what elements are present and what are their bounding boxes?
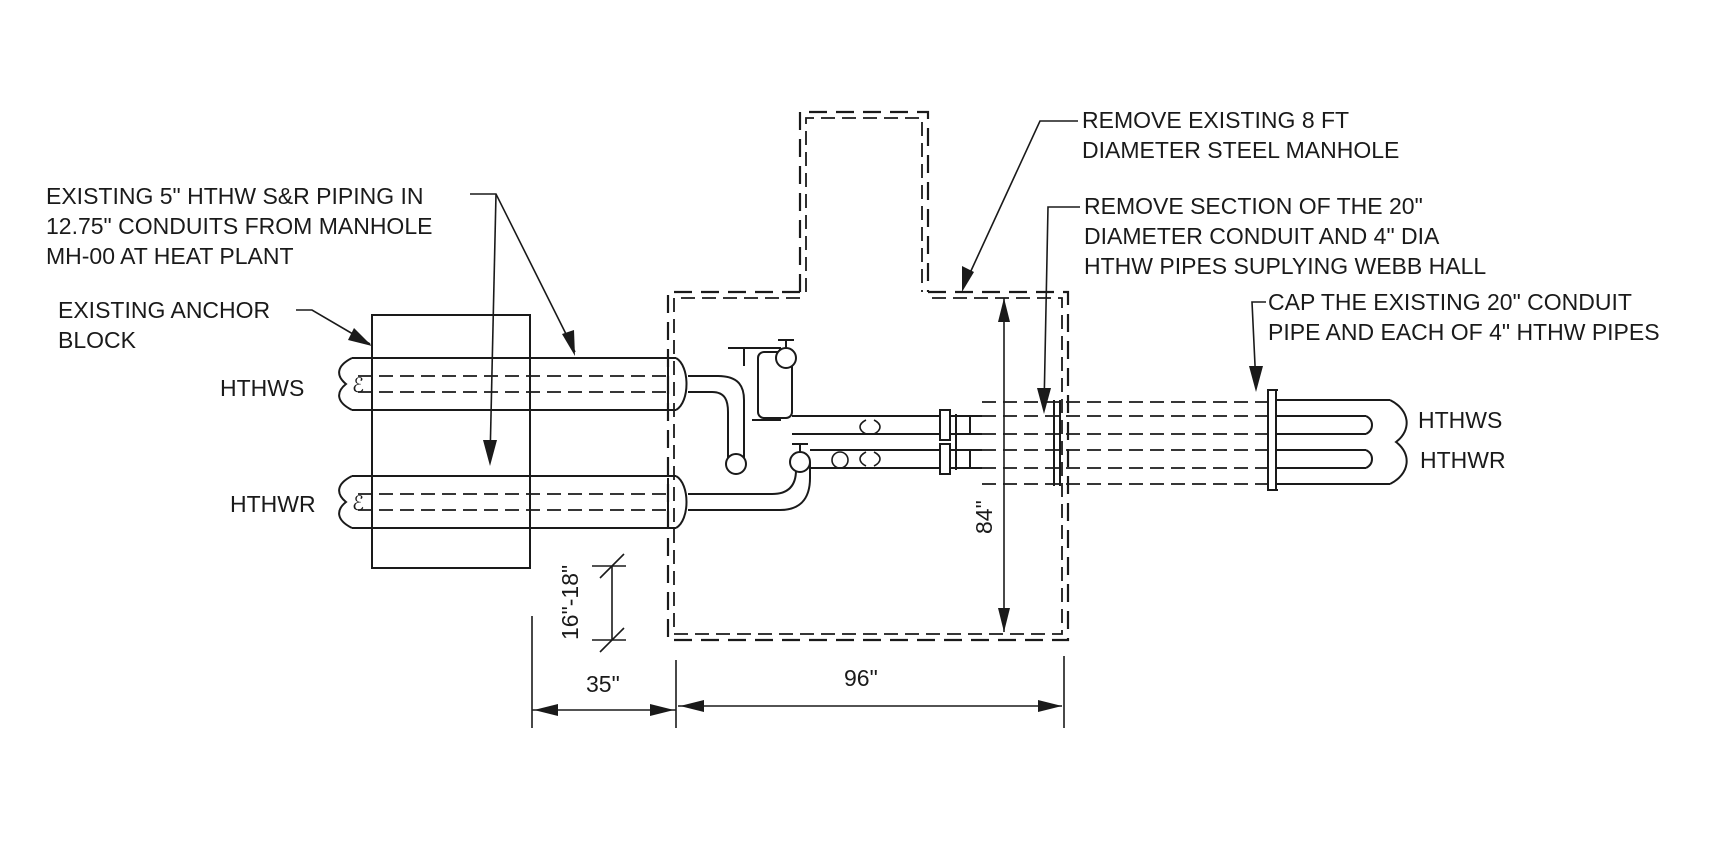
note-cap-pipe-line-1: CAP THE EXISTING 20" CONDUIT [1268, 289, 1632, 315]
manhole-outline [666, 290, 1070, 642]
note-anchor-block-line-1: EXISTING ANCHOR [58, 297, 270, 323]
anchor-block [371, 314, 531, 569]
note-existing-piping-line-1: EXISTING 5" HTHW S&R PIPING IN [46, 183, 424, 209]
centerline-symbol-supply: ℰ [352, 375, 364, 397]
centerline-symbol-return: ℰ [352, 493, 364, 515]
note-remove-manhole-line-1: REMOVE EXISTING 8 FT [1082, 107, 1349, 133]
leader-lines [296, 120, 1266, 466]
dimension-16-18: 16"-18" [557, 565, 583, 640]
note-remove-manhole-line-2: DIAMETER STEEL MANHOLE [1082, 137, 1399, 163]
manhole-chimney [798, 110, 930, 292]
note-existing-piping-line-2: 12.75" CONDUITS FROM MANHOLE [46, 213, 432, 239]
label-right-hthws: HTHWS [1418, 407, 1502, 433]
dimension-84: 84" [971, 500, 997, 534]
label-left-hthwr: HTHWR [230, 491, 316, 517]
note-existing-piping-line-3: MH-00 AT HEAT PLANT [46, 243, 294, 269]
label-right-hthwr: HTHWR [1420, 447, 1506, 473]
note-anchor-block-line-2: BLOCK [58, 327, 137, 353]
left-return-conduit [338, 475, 688, 529]
left-supply-conduit [338, 357, 688, 411]
note-remove-section-line-2: DIAMETER CONDUIT AND 4" DIA [1084, 223, 1440, 249]
dimension-96: 96" [844, 665, 878, 691]
note-remove-section-line-1: REMOVE SECTION OF THE 20" [1084, 193, 1423, 219]
dimension-lines [531, 298, 1065, 728]
capped-conduit [1267, 389, 1408, 491]
dimension-35: 35" [586, 671, 620, 697]
removed-conduit-section [982, 400, 1268, 486]
manhole-internal-piping [688, 339, 982, 511]
note-cap-pipe-line-2: PIPE AND EACH OF 4" HTHW PIPES [1268, 319, 1660, 345]
label-left-hthws: HTHWS [220, 375, 304, 401]
note-remove-section-line-3: HTHW PIPES SUPLYING WEBB HALL [1084, 253, 1486, 279]
